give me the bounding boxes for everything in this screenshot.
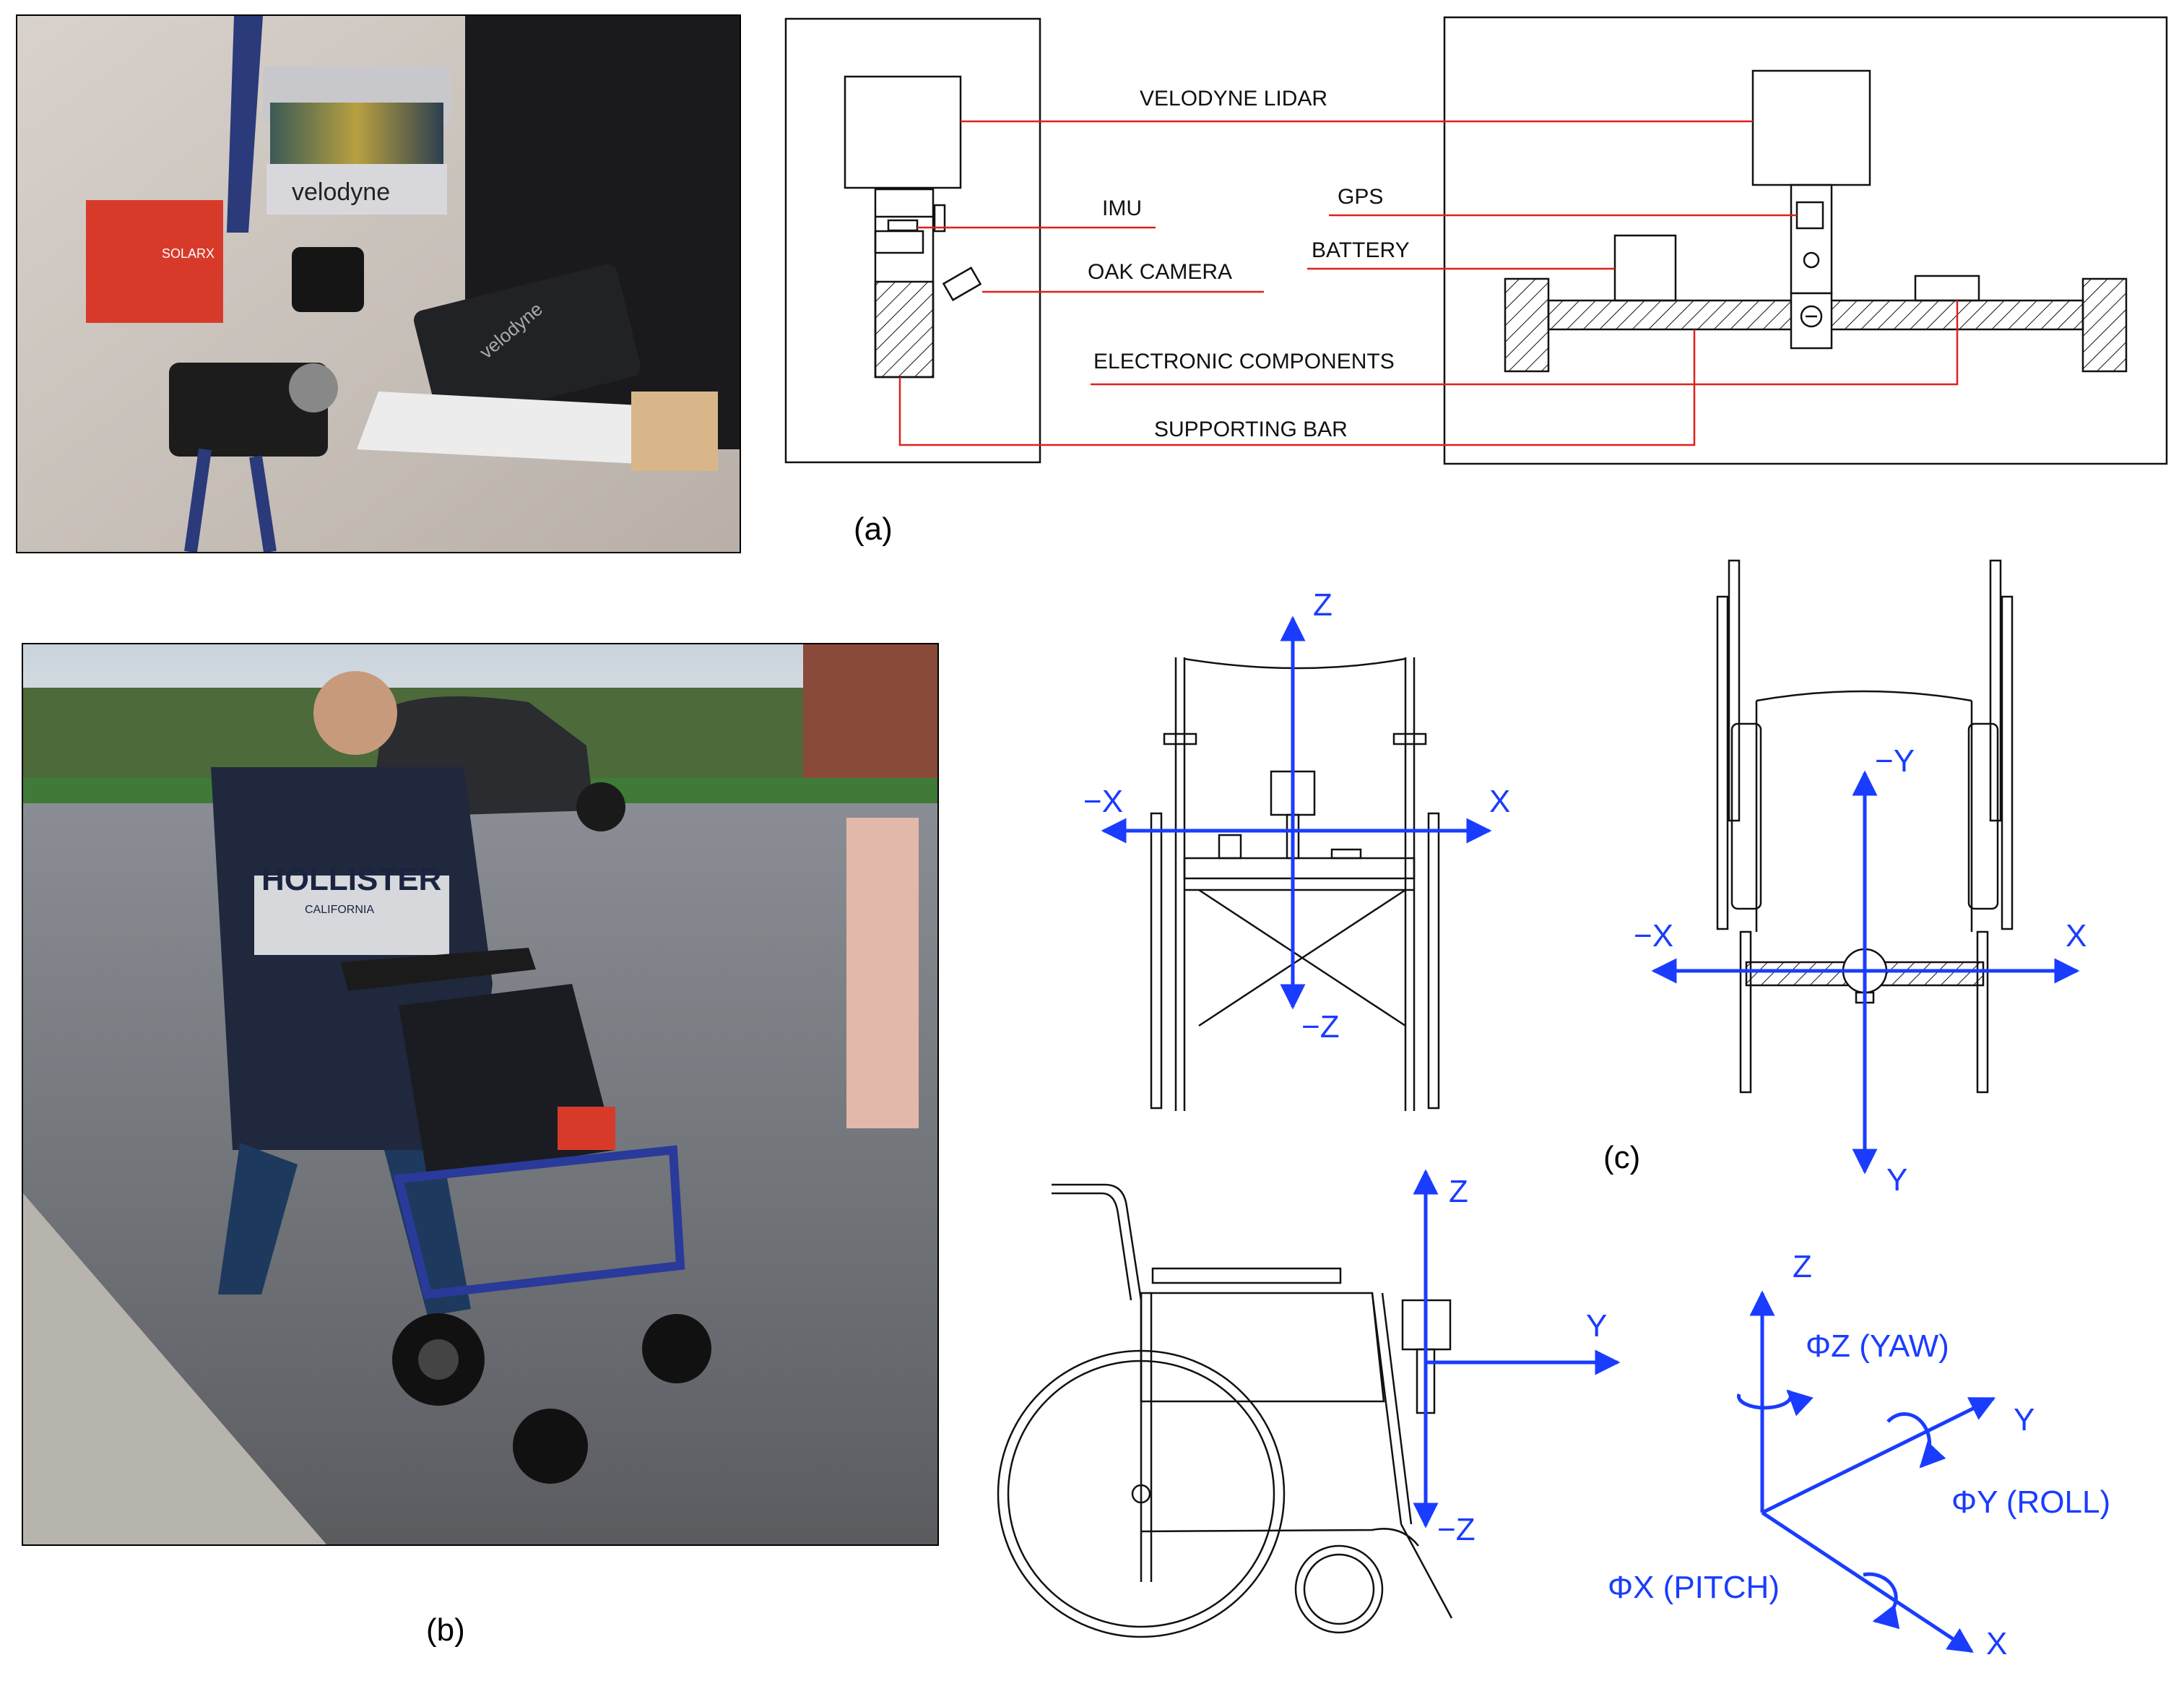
label-battery: BATTERY: [1312, 238, 1410, 262]
wheelchair-front-view: [1150, 657, 1440, 1111]
wheelchair-side-view: [997, 1183, 1453, 1638]
front-axis-x-label: X: [1489, 784, 1510, 819]
label-gps: GPS: [1338, 185, 1383, 209]
caption-a: (a): [854, 511, 893, 547]
top-axis-y-label: Y: [1886, 1162, 1907, 1198]
field-test-photo: HOLLISTER CALIFORNIA: [22, 643, 939, 1546]
top-axis-x-label: X: [2066, 918, 2086, 954]
side-axis-y-label: Y: [1586, 1308, 1607, 1344]
label-electronic-components: ELECTRONIC COMPONENTS: [1093, 350, 1395, 373]
caption-c: (c): [1603, 1140, 1641, 1175]
wheelchair-top-view: [1716, 559, 2014, 1094]
sweatshirt-text: HOLLISTER: [261, 862, 441, 897]
sweatshirt-subtext: CALIFORNIA: [305, 904, 374, 916]
side-axis-z-label: Z: [1449, 1174, 1468, 1209]
lidar-brand-text: velodyne: [292, 178, 390, 206]
yaw-label: ΦZ (YAW): [1806, 1328, 1949, 1364]
leader-lines: [898, 120, 1959, 446]
top-view-axes: [1651, 770, 2080, 1175]
rot-axis-z-label: Z: [1793, 1249, 1812, 1284]
roll-label: ΦY (ROLL): [1951, 1484, 2110, 1520]
side-view-axes: [1413, 1169, 1621, 1529]
rot-axis-x-label: X: [1986, 1626, 2007, 1661]
schematic-front-view: [1443, 16, 2168, 465]
top-axis-neg-x-label: −X: [1634, 918, 1673, 954]
side-axis-neg-z-label: −Z: [1437, 1512, 1476, 1547]
caption-b: (b): [426, 1612, 465, 1648]
battery-brand-text: SOLARX: [162, 246, 214, 261]
front-axis-neg-z-label: −Z: [1301, 1009, 1340, 1045]
label-imu: IMU: [1102, 196, 1142, 220]
front-view-axes: [1101, 615, 1492, 1010]
label-oak-camera: OAK CAMERA: [1088, 260, 1232, 284]
sensor-rig-photo: velodyne SOLARX velodyne: [16, 14, 741, 553]
pitch-label: ΦX (PITCH): [1608, 1570, 1780, 1605]
rot-axis-y-label: Y: [2014, 1402, 2034, 1438]
front-axis-z-label: Z: [1313, 587, 1332, 623]
rotation-axes: [1736, 1290, 1996, 1653]
label-supporting-bar: SUPPORTING BAR: [1154, 418, 1348, 441]
front-axis-neg-x-label: −X: [1083, 784, 1123, 819]
top-axis-neg-y-label: −Y: [1875, 743, 1915, 779]
label-velodyne-lidar: VELODYNE LIDAR: [1140, 87, 1327, 111]
schematic-side-view: [784, 17, 1041, 464]
